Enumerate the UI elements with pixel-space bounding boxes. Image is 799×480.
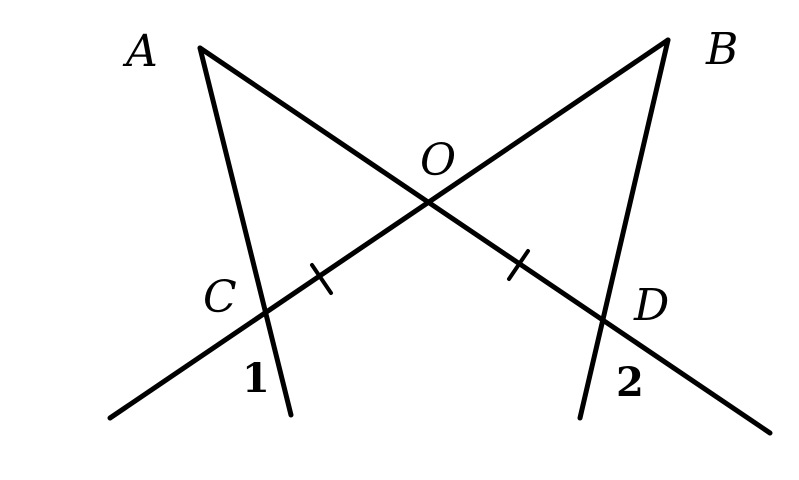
tick-mark-OC <box>310 263 333 295</box>
label-point-A: A <box>122 26 158 77</box>
label-point-B: B <box>705 24 738 75</box>
label-point-O: O <box>420 135 456 186</box>
line-AC <box>197 45 294 418</box>
line-BC <box>107 37 671 421</box>
label-angle-1: 1 <box>242 355 270 402</box>
tick-mark-OD <box>507 249 530 281</box>
label-point-C: C <box>203 272 237 323</box>
line-BD <box>577 37 671 421</box>
label-point-D: D <box>633 280 669 331</box>
line-AD <box>197 45 773 436</box>
label-angle-2: 2 <box>616 359 644 406</box>
